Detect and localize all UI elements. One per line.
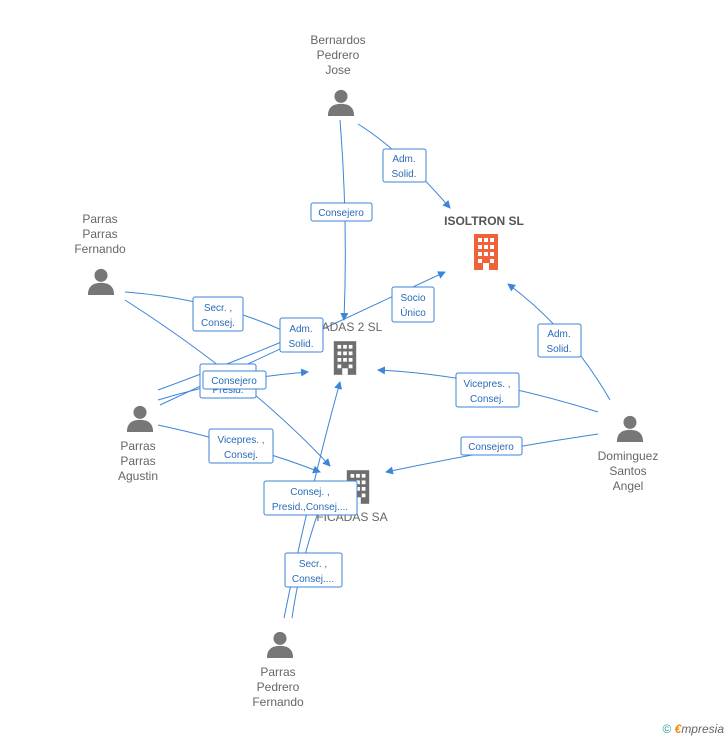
- svg-text:Presid.: Presid.: [212, 385, 243, 396]
- svg-text:Vicepres. ,Consej.: Vicepres. ,Consej.: [217, 435, 264, 461]
- svg-text:Adm.Solid.: Adm.Solid.: [391, 154, 416, 180]
- svg-text:Consejero: Consejero: [318, 208, 364, 219]
- svg-text:Secr. ,Consej.: Secr. ,Consej.: [201, 303, 235, 329]
- edge-label-e6[interactable]: Adm.Solid.: [537, 323, 582, 358]
- svg-text:ISOLTRON SL: ISOLTRON SL: [444, 214, 524, 228]
- person-icon: [616, 415, 644, 442]
- edge-label-e1[interactable]: Adm.Solid.: [382, 148, 427, 183]
- svg-text:Consejero: Consejero: [468, 442, 514, 453]
- company-node-adas2[interactable]: ADAS 2 SL: [322, 320, 383, 375]
- edge-label-e5[interactable]: Adm.Solid.: [279, 317, 324, 353]
- person-icon: [266, 631, 294, 658]
- edge-label-e11[interactable]: Consej. ,Presid.,Consej....: [263, 480, 358, 516]
- svg-text:Adm.Solid.: Adm.Solid.: [546, 329, 571, 355]
- building-icon: [474, 234, 498, 270]
- edges: [124, 119, 611, 619]
- edge-label-e4[interactable]: Secr. ,Consej.: [192, 296, 244, 332]
- building-icon: [333, 341, 357, 375]
- person-icon: [327, 89, 355, 116]
- svg-text:Secr. ,Consej....: Secr. ,Consej....: [292, 559, 334, 585]
- svg-text:Adm.Solid.: Adm.Solid.: [288, 324, 313, 350]
- svg-text:Vicepres. ,Consej.: Vicepres. ,Consej.: [463, 379, 510, 405]
- edge-label-e10[interactable]: Consejero: [460, 436, 523, 456]
- edge-label-e2[interactable]: Consejero: [310, 202, 373, 222]
- copyright-icon: ©: [662, 722, 672, 736]
- svg-text:ADAS 2 SL: ADAS 2 SL: [322, 320, 383, 334]
- person-icon: [126, 405, 154, 432]
- svg-text:Consejero: Consejero: [211, 376, 257, 387]
- empresia-logo: © €mpresia: [662, 722, 724, 736]
- edge-label-e9[interactable]: Vicepres. ,Consej.: [208, 428, 274, 464]
- svg-text:Consej. ,Presid.,Consej....: Consej. ,Presid.,Consej....: [272, 487, 348, 513]
- company-node-isoltron[interactable]: ISOLTRON SL: [444, 214, 524, 270]
- edge-label-e8[interactable]: Vicepres. ,Consej.: [455, 372, 520, 408]
- edge-label-e7[interactable]: Consejero: [202, 370, 267, 390]
- edge-label-e12[interactable]: Secr. ,Consej....: [284, 552, 343, 588]
- brand-mark: €: [674, 722, 682, 736]
- brand-name: mpresia: [681, 722, 724, 736]
- person-icon: [87, 268, 115, 295]
